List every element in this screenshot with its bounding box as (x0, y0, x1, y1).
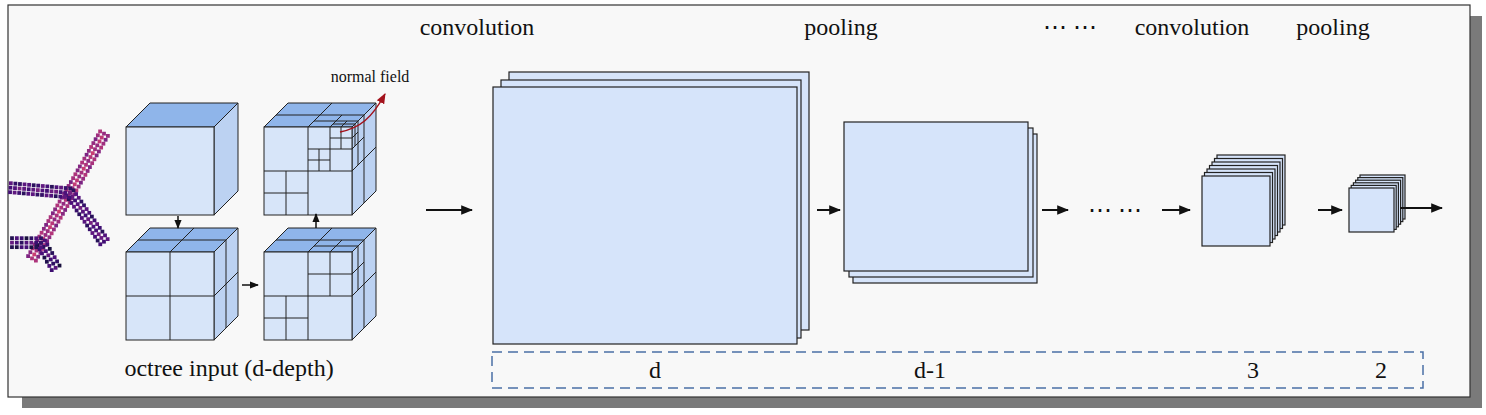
depth-label: d-1 (914, 357, 946, 383)
depth-label: d (649, 357, 661, 383)
octree-cube (264, 228, 376, 340)
flow-arrows (178, 208, 1442, 285)
octree-cubes (126, 103, 376, 340)
operation-label: convolution (1135, 14, 1250, 40)
octree-cube (126, 103, 238, 215)
feature-map-stack (493, 72, 809, 344)
depth-bracket (492, 352, 1423, 388)
frame (8, 5, 1470, 397)
feature-maps (493, 72, 1405, 344)
feature-map-stack (1202, 155, 1285, 246)
octree-cube (126, 228, 238, 340)
input-caption: octree input (d-depth) (124, 355, 333, 381)
octree-cube (264, 103, 376, 215)
operation-label: pooling (804, 14, 877, 40)
operation-label: convolution (420, 14, 535, 40)
normal-field-label: normal field (331, 68, 410, 86)
operation-label: pooling (1296, 14, 1369, 40)
ellipsis: ⋯ ⋯ (1043, 14, 1097, 40)
ellipsis: ⋯ ⋯ (1088, 197, 1142, 223)
normal-leader (340, 94, 385, 132)
feature-map-stack (844, 122, 1037, 283)
feature-map-stack (1349, 175, 1405, 232)
airplane (8, 130, 110, 272)
depth-label: 2 (1375, 357, 1387, 383)
depth-label: 3 (1247, 357, 1259, 383)
